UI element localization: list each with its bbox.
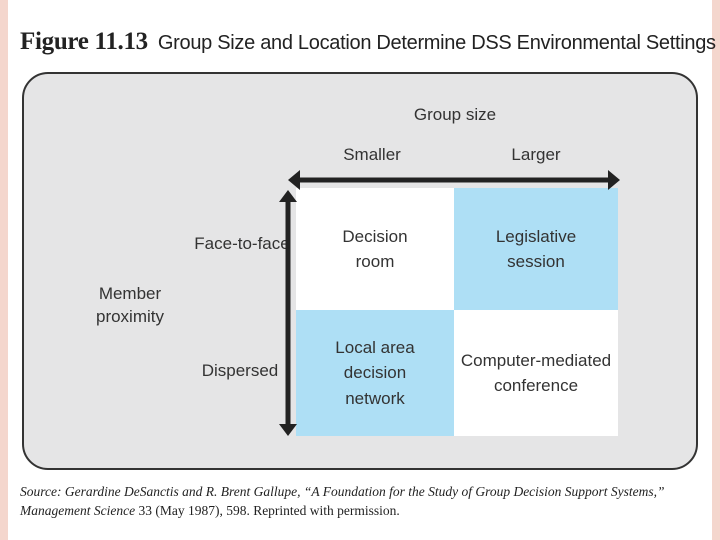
- larger-label: Larger: [511, 145, 561, 164]
- source-line-1: Source: Gerardine DeSanctis and R. Brent…: [20, 484, 665, 499]
- cell-computer-mediated-conference-text: Computer-mediated conference: [460, 350, 612, 396]
- member-proximity-arrow: [279, 190, 297, 436]
- slide-border-left: [0, 0, 8, 540]
- source-line-2: Management Science 33 (May 1987), 598. R…: [20, 502, 700, 521]
- smaller-label: Smaller: [343, 145, 401, 164]
- group-size-arrow: [288, 170, 620, 190]
- cell-decision-room-text: Decision room: [342, 226, 408, 272]
- cell-computer-mediated-conference: Computer-mediated conference: [454, 310, 618, 436]
- slide-border-right: [712, 0, 720, 540]
- figure-title: Figure 11.13 Group Size and Location Dete…: [20, 28, 716, 56]
- dispersed-label: Dispersed: [201, 361, 279, 380]
- figure-number: Figure 11.13: [20, 28, 148, 55]
- cell-legislative-session: Legislative session: [454, 188, 618, 310]
- source-journal: Management Science: [20, 502, 136, 518]
- source-citation: Source: Gerardine DeSanctis and R. Brent…: [20, 483, 700, 521]
- cell-legislative-session-text: Legislative session: [495, 226, 577, 272]
- face-to-face-label: Face-to-face: [194, 234, 290, 253]
- source-details: 33 (May 1987), 598. Reprinted with permi…: [135, 502, 400, 518]
- cell-local-area-decision-network: Local area decision network: [296, 310, 454, 436]
- cell-decision-room: Decision room: [296, 188, 454, 310]
- cell-local-area-decision-network-text: Local area decision network: [335, 337, 415, 408]
- group-size-label: Group size: [413, 105, 497, 124]
- figure-caption: Group Size and Location Determine DSS En…: [157, 32, 716, 54]
- member-proximity-label: Member proximity: [95, 284, 164, 326]
